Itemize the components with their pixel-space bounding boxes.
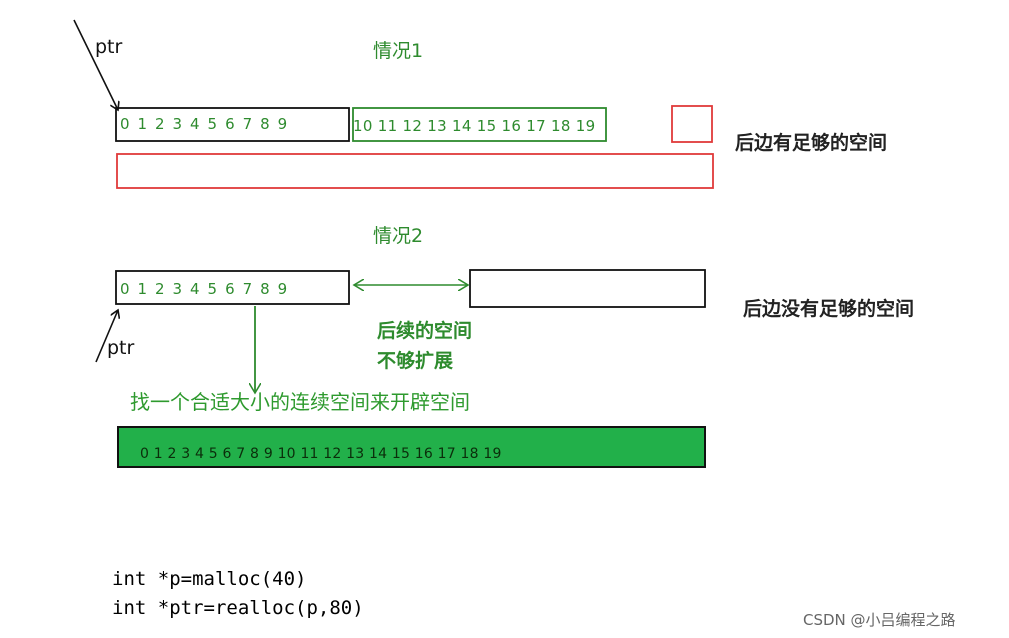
code-line-realloc: int *ptr=realloc(p,80): [112, 597, 364, 619]
case2-ptr-arrow: [95, 310, 118, 363]
case2-note: 后边没有足够的空间: [743, 298, 915, 320]
case1-extension-cells: 10 11 12 13 14 15 16 17 18 19: [353, 117, 596, 135]
case2-next-used-block: [469, 269, 706, 308]
case2-gap-note-line1: 后续的空间: [377, 320, 473, 342]
case1-extension-block: [352, 107, 607, 142]
case2-ptr-label: ptr: [107, 337, 135, 359]
watermark: CSDN @小吕编程之路: [803, 611, 956, 629]
case1-free-space-block: [671, 105, 713, 143]
case2-original-block: [115, 270, 350, 305]
case2-new-block: [117, 426, 706, 468]
case1-heap-region: [116, 153, 714, 189]
case2-search-note: 找一个合适大小的连续空间来开辟空间: [130, 390, 470, 414]
case2-original-cells: 0 1 2 3 4 5 6 7 8 9: [120, 280, 289, 298]
case1-note: 后边有足够的空间: [735, 132, 888, 154]
case1-original-block: [115, 107, 350, 142]
case1-title: 情况1: [373, 40, 424, 62]
case1-ptr-label: ptr: [95, 36, 123, 58]
case1-original-cells: 0 1 2 3 4 5 6 7 8 9: [120, 115, 289, 133]
case1-ptr-arrow: [73, 19, 118, 110]
case2-gap-note-line2: 不够扩展: [377, 350, 454, 372]
case2-new-block-cells: 0 1 2 3 4 5 6 7 8 9 10 11 12 13 14 15 16…: [140, 446, 502, 462]
case2-title: 情况2: [373, 225, 424, 247]
code-line-malloc: int *p=malloc(40): [112, 568, 307, 590]
